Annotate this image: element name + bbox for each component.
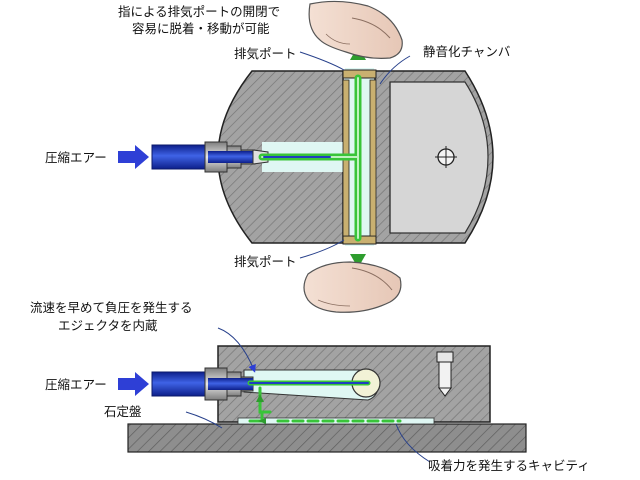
side-air-hose [151,371,208,397]
top-fitting [204,141,256,173]
ejector-note-line2: エジェクタを内蔵 [58,318,158,333]
suction-cavity-label: 吸着力を発生するキャビティ [428,458,590,473]
chamber-screw-icon [435,146,457,168]
top-view [118,0,494,313]
surface-plate-label: 石定盤 [104,404,142,419]
top-air-hose [151,144,208,170]
exhaust-port-bottom-label: 排気ポート [234,254,297,269]
top-air-flow [258,74,362,242]
side-view [118,327,527,463]
silencer-chamber-label: 静音化チャンバ [423,44,510,59]
top-exhaust-arrow-down [350,254,366,268]
side-fitting [204,367,254,401]
compressed-air-side-label: 圧縮エアー [45,377,107,392]
finger-note-line2: 容易に脱着・移動が可能 [132,21,270,36]
side-compressed-air-arrow [118,372,149,396]
finger-top-icon [308,0,403,59]
surface-plate [127,423,527,453]
side-screw-icon [436,351,454,397]
suction-cavity [237,417,435,425]
finger-note-line1: 指による排気ポートの開閉で [118,4,280,19]
top-compressed-air-arrow [118,145,149,169]
ejector-note-line1: 流速を早めて負圧を発生する [30,300,193,315]
exhaust-port-top-label: 排気ポート [234,46,297,61]
compressed-air-top-label: 圧縮エアー [45,150,107,165]
finger-bottom-icon [303,261,402,313]
